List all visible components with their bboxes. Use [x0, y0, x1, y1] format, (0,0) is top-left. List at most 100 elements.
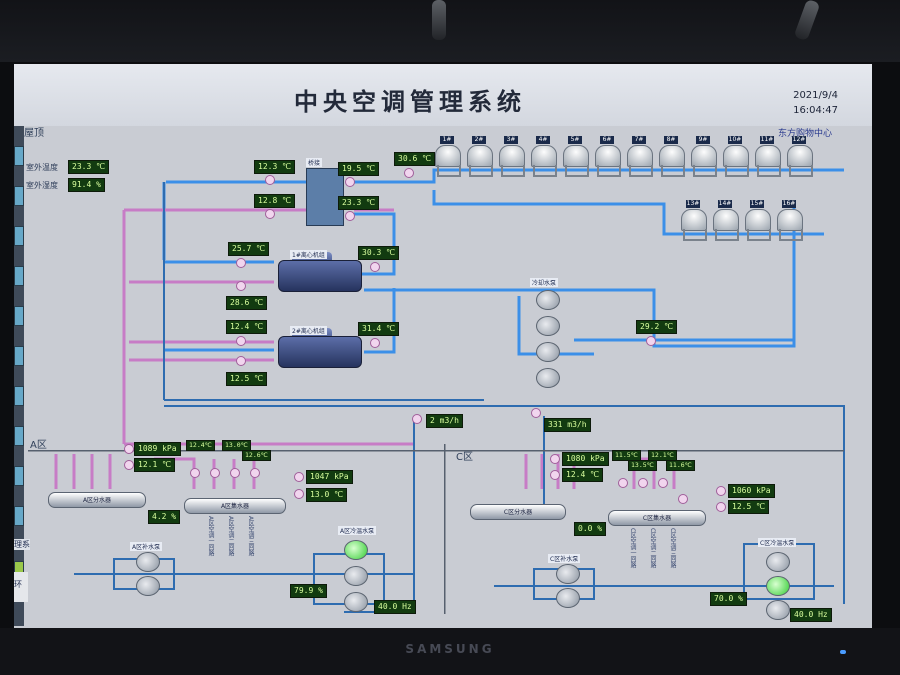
chilled-water-pump[interactable] [766, 600, 790, 620]
nav-button[interactable] [14, 306, 24, 326]
sensor-node[interactable] [236, 336, 246, 346]
nav-button[interactable] [14, 346, 24, 366]
sensor-node[interactable] [236, 281, 246, 291]
chw-pump-group-label: A区冷温水泵 [338, 526, 377, 535]
nav-button[interactable] [14, 146, 24, 166]
temp-reading: 19.5 ℃ [338, 162, 380, 176]
temp-reading: 28.6 ℃ [226, 296, 268, 310]
nav-button[interactable] [14, 386, 24, 406]
collection-header-a[interactable]: A区集水器 [184, 498, 286, 514]
sensor-node[interactable] [716, 486, 726, 496]
cooling-tower[interactable]: 1# [434, 136, 461, 177]
cooling-tower[interactable]: 12# [786, 136, 813, 177]
sensor-node[interactable] [550, 470, 560, 480]
left-menu-fragment[interactable]: 理系 [14, 539, 30, 550]
cooling-tower[interactable]: 6# [594, 136, 621, 177]
pipe [517, 296, 594, 356]
temp-reading: 25.7 ℃ [228, 242, 270, 256]
sensor-node[interactable] [236, 356, 246, 366]
nav-button[interactable] [14, 226, 24, 246]
nav-button[interactable] [14, 426, 24, 446]
cooling-tower[interactable]: 10# [722, 136, 749, 177]
makeup-pump[interactable] [556, 564, 580, 584]
tower-body [531, 145, 557, 167]
cooling-tower[interactable]: 13# [680, 200, 707, 241]
sensor-node[interactable] [265, 175, 275, 185]
makeup-pump-label: C区补水泵 [548, 554, 581, 563]
sensor-node[interactable] [345, 177, 355, 187]
nav-button[interactable] [14, 506, 24, 526]
sensor-node[interactable] [265, 209, 275, 219]
tower-legs [533, 165, 557, 177]
sensor-node[interactable] [550, 454, 560, 464]
nav-button[interactable] [14, 186, 24, 206]
sensor-node[interactable] [250, 468, 260, 478]
chilled-water-pump-running[interactable] [766, 576, 790, 596]
temp-reading-small: 11.6℃ [666, 460, 695, 471]
valve-opening: 4.2 % [148, 510, 181, 524]
sensor-node[interactable] [678, 494, 688, 504]
sensor-node[interactable] [370, 338, 380, 348]
distribution-header-a[interactable]: A区分水器 [48, 492, 146, 508]
cooling-tower[interactable]: 11# [754, 136, 781, 177]
sensor-node[interactable] [531, 408, 541, 418]
tower-body [713, 209, 739, 231]
sensor-node[interactable] [716, 502, 726, 512]
cooling-tower[interactable]: 14# [712, 200, 739, 241]
cooling-tower[interactable]: 4# [530, 136, 557, 177]
sensor-node[interactable] [124, 444, 134, 454]
ceiling-light [432, 0, 446, 40]
cooling-tower[interactable]: 5# [562, 136, 589, 177]
cooling-water-pump[interactable] [536, 368, 560, 388]
cooling-water-pump[interactable] [536, 290, 560, 310]
nav-button[interactable] [14, 266, 24, 286]
outdoor-humidity-value: 91.4 % [68, 178, 105, 192]
cooling-tower[interactable]: 15# [744, 200, 771, 241]
cooling-tower[interactable]: 16# [776, 200, 803, 241]
header-label: C区分水器 [503, 509, 533, 516]
sensor-node[interactable] [658, 478, 668, 488]
sensor-node[interactable] [294, 472, 304, 482]
chilled-water-pump[interactable] [344, 592, 368, 612]
sensor-node[interactable] [236, 258, 246, 268]
sensor-node[interactable] [345, 211, 355, 221]
tower-body [659, 145, 685, 167]
collection-header-c[interactable]: C区集水器 [608, 510, 706, 526]
temp-reading: 30.3 ℃ [358, 246, 400, 260]
chilled-water-pump[interactable] [344, 566, 368, 586]
sensor-node[interactable] [370, 262, 380, 272]
sensor-node[interactable] [404, 168, 414, 178]
sensor-node[interactable] [638, 478, 648, 488]
sensor-node[interactable] [190, 468, 200, 478]
chilled-water-pump-running[interactable] [344, 540, 368, 560]
sensor-node[interactable] [412, 414, 422, 424]
cooling-tower[interactable]: 8# [658, 136, 685, 177]
cooling-water-pump[interactable] [536, 342, 560, 362]
sensor-node[interactable] [646, 336, 656, 346]
temp-reading-small: 12.1℃ [648, 450, 677, 461]
makeup-pump[interactable] [136, 552, 160, 572]
sensor-node[interactable] [618, 478, 628, 488]
chiller-2[interactable]: 2#离心机组 [272, 326, 364, 378]
nav-button[interactable] [14, 466, 24, 486]
cooling-water-pump[interactable] [536, 316, 560, 336]
sensor-node[interactable] [230, 468, 240, 478]
chiller-body [278, 260, 362, 292]
cooling-tower[interactable]: 3# [498, 136, 525, 177]
chiller-1[interactable]: 1#离心机组 [272, 250, 364, 302]
chilled-water-pump[interactable] [766, 552, 790, 572]
chiller-label: 2#离心机组 [290, 326, 327, 335]
sensor-node[interactable] [124, 460, 134, 470]
tower-body [777, 209, 803, 231]
makeup-pump[interactable] [136, 576, 160, 596]
tower-number: 2# [472, 136, 486, 144]
cooling-tower[interactable]: 9# [690, 136, 717, 177]
tower-body [435, 145, 461, 167]
distribution-header-c[interactable]: C区分水器 [470, 504, 566, 520]
cooling-tower[interactable]: 7# [626, 136, 653, 177]
header-label: C区集水器 [642, 515, 672, 522]
makeup-pump[interactable] [556, 588, 580, 608]
sensor-node[interactable] [294, 489, 304, 499]
sensor-node[interactable] [210, 468, 220, 478]
cooling-tower[interactable]: 2# [466, 136, 493, 177]
